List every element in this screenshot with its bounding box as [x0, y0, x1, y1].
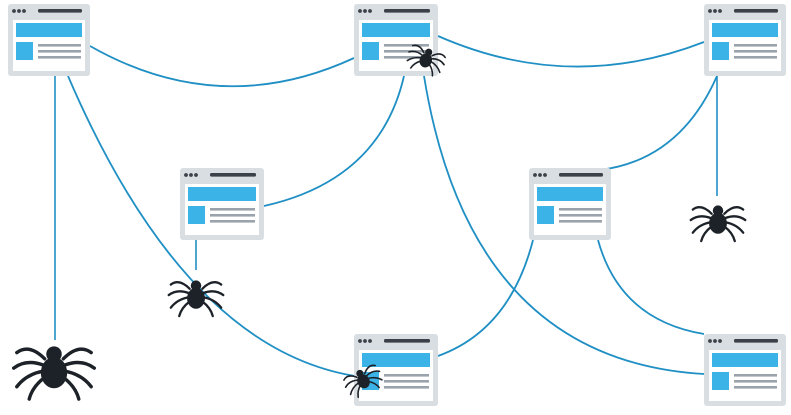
web-page-icon [704, 4, 786, 76]
spider-icon [167, 279, 225, 318]
window-dot-icon [358, 339, 362, 343]
spider-threads-layer [54, 76, 718, 340]
page-text-line [384, 380, 429, 383]
web-page-icon [8, 4, 90, 76]
window-dot-icon [184, 173, 188, 177]
page-header-block [362, 353, 430, 367]
page-header-block [362, 23, 430, 37]
window-title-bar [384, 339, 430, 343]
page-text-line [210, 208, 255, 211]
window-title-bar [38, 9, 82, 13]
window-title-bar [559, 173, 603, 177]
window-dot-icon [189, 173, 193, 177]
window-dot-icon [17, 9, 21, 13]
page-header-block [712, 23, 778, 37]
page-text-line [734, 386, 777, 389]
web-page-icon [354, 334, 438, 406]
page-text-line [384, 44, 429, 47]
link-page-top-left-to-page-top-center [89, 45, 355, 88]
page-image-block [712, 372, 729, 390]
link-page-top-center-to-page-middle-left [263, 75, 405, 207]
link-page-top-right-to-page-middle-right [599, 75, 718, 171]
window-dot-icon [22, 9, 26, 13]
window-dot-icon [713, 339, 717, 343]
page-text-line [384, 374, 429, 377]
page-text-line [559, 220, 602, 223]
page-text-line [38, 44, 81, 47]
link-page-top-center-to-page-bottom-right [423, 75, 705, 375]
page-image-block [537, 206, 554, 224]
window-dot-icon [363, 9, 367, 13]
spider-icon [689, 204, 747, 243]
page-text-line [559, 214, 602, 217]
window-dot-icon [368, 9, 372, 13]
window-dot-icon [713, 9, 717, 13]
page-text-line [734, 44, 777, 47]
window-dot-icon [363, 339, 367, 343]
window-dot-icon [718, 339, 722, 343]
page-text-line [384, 56, 429, 59]
page-text-line [559, 208, 602, 211]
window-title-bar [734, 9, 778, 13]
page-text-line [38, 50, 81, 53]
page-text-line [734, 50, 777, 53]
window-dot-icon [708, 339, 712, 343]
pages-layer [8, 4, 786, 406]
page-header-block [712, 353, 778, 367]
link-page-middle-right-to-page-bottom-right [597, 239, 705, 335]
links-layer [67, 35, 718, 379]
page-image-block [362, 42, 379, 60]
window-dot-icon [538, 173, 542, 177]
spider-icon [11, 344, 97, 401]
page-text-line [38, 56, 81, 59]
page-image-block [712, 42, 729, 60]
page-image-block [188, 206, 205, 224]
page-text-line [210, 220, 255, 223]
page-text-line [384, 50, 429, 53]
web-page-icon [180, 168, 264, 240]
window-dot-icon [368, 339, 372, 343]
page-text-line [734, 374, 777, 377]
window-dot-icon [543, 173, 547, 177]
window-dot-icon [533, 173, 537, 177]
link-page-top-center-to-page-top-right [437, 35, 705, 68]
window-dot-icon [12, 9, 16, 13]
page-header-block [537, 187, 603, 201]
window-dot-icon [708, 9, 712, 13]
page-text-line [734, 380, 777, 383]
window-title-bar [734, 339, 778, 343]
window-title-bar [384, 9, 430, 13]
window-title-bar [210, 173, 256, 177]
window-dot-icon [358, 9, 362, 13]
web-page-icon [704, 334, 786, 406]
page-header-block [188, 187, 256, 201]
window-dot-icon [194, 173, 198, 177]
page-text-line [384, 386, 429, 389]
window-dot-icon [718, 9, 722, 13]
web-page-icon [529, 168, 611, 240]
page-image-block [16, 42, 33, 60]
link-page-middle-right-to-page-bottom-center [437, 239, 534, 357]
page-text-line [734, 56, 777, 59]
page-text-line [210, 214, 255, 217]
page-header-block [16, 23, 82, 37]
